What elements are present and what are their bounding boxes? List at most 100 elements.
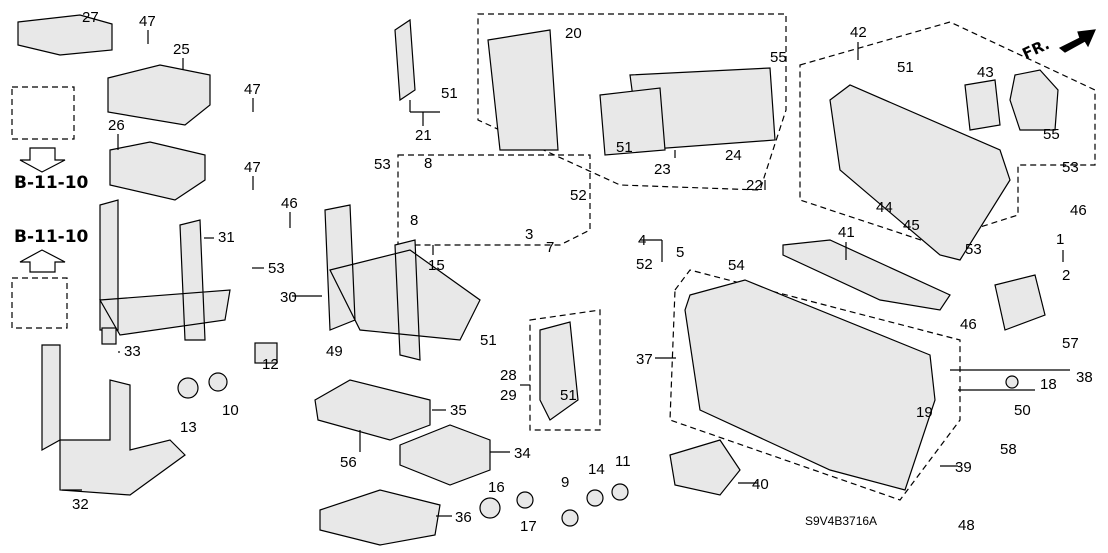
callout-number[interactable]: 44 bbox=[876, 199, 893, 216]
diagram-code: S9V4B3716A bbox=[805, 514, 878, 528]
callout-number[interactable]: 2 bbox=[1062, 267, 1071, 284]
part-21 bbox=[394, 18, 416, 102]
part-32 bbox=[41, 344, 186, 496]
callout-number[interactable]: 36 bbox=[455, 509, 472, 526]
callout-number[interactable]: 58 bbox=[1000, 441, 1017, 458]
callout-number[interactable]: 57 bbox=[1062, 335, 1079, 352]
part-30-31 bbox=[99, 199, 231, 341]
callout-number[interactable]: 23 bbox=[654, 161, 671, 178]
callout-number[interactable]: 15 bbox=[428, 257, 445, 274]
callout-number[interactable]: 54 bbox=[728, 257, 745, 274]
callout-number[interactable]: 53 bbox=[268, 260, 285, 277]
callout-number[interactable]: 16 bbox=[488, 479, 505, 496]
callout-number[interactable]: 53 bbox=[965, 241, 982, 258]
callout-number[interactable]: 39 bbox=[955, 459, 972, 476]
reference-link-b-11-10[interactable]: B-11-10 bbox=[14, 227, 89, 247]
callout-number[interactable]: 22 bbox=[746, 177, 763, 194]
part-14 bbox=[586, 489, 604, 507]
callout-number[interactable]: 41 bbox=[838, 224, 855, 241]
callout-number[interactable]: 35 bbox=[450, 402, 467, 419]
callout-number[interactable]: 51 bbox=[560, 387, 577, 404]
callout-number[interactable]: 40 bbox=[752, 476, 769, 493]
callout-number[interactable]: 55 bbox=[1043, 126, 1060, 143]
callout-number[interactable]: 51 bbox=[480, 332, 497, 349]
switch-box-lower bbox=[11, 277, 68, 329]
callout-number[interactable]: 51 bbox=[616, 139, 633, 156]
callout-number[interactable]: 46 bbox=[1070, 202, 1087, 219]
callout-number[interactable]: 37 bbox=[636, 351, 653, 368]
part-bezel bbox=[487, 29, 559, 151]
callout-number[interactable]: 50 bbox=[1014, 402, 1031, 419]
group-box-37 bbox=[669, 269, 961, 501]
part-27 bbox=[17, 14, 113, 56]
callout-number[interactable]: 12 bbox=[262, 356, 279, 373]
callout-number[interactable]: 46 bbox=[960, 316, 977, 333]
callout-number[interactable]: 8 bbox=[424, 155, 433, 172]
callout-number[interactable]: 29 bbox=[500, 387, 517, 404]
callout-number[interactable]: 56 bbox=[340, 454, 357, 471]
part-40 bbox=[669, 439, 741, 496]
callout-number[interactable]: 55 bbox=[770, 49, 787, 66]
callout-number[interactable]: 43 bbox=[977, 64, 994, 81]
part-35 bbox=[314, 379, 431, 441]
callout-number[interactable]: 13 bbox=[180, 419, 197, 436]
callout-number[interactable]: 19 bbox=[916, 404, 933, 421]
reference-link-b-11-10[interactable]: B-11-10 bbox=[14, 173, 89, 193]
callout-number[interactable]: 14 bbox=[588, 461, 605, 478]
group-box-28 bbox=[529, 309, 601, 431]
group-box-22 bbox=[477, 13, 787, 191]
callout-number[interactable]: 34 bbox=[514, 445, 531, 462]
callout-number[interactable]: 3 bbox=[525, 226, 534, 243]
callout-number[interactable]: 51 bbox=[441, 85, 458, 102]
group-boxes bbox=[11, 13, 1096, 501]
callout-number[interactable]: 47 bbox=[244, 81, 261, 98]
callout-number[interactable]: 38 bbox=[1076, 369, 1093, 386]
callout-number[interactable]: 11 bbox=[615, 453, 631, 470]
callout-number[interactable]: 10 bbox=[222, 402, 239, 419]
callout-number[interactable]: 7 bbox=[546, 239, 555, 256]
callout-number[interactable]: 25 bbox=[173, 41, 190, 58]
callout-number[interactable]: 52 bbox=[636, 256, 653, 273]
callout-number[interactable]: 4 bbox=[638, 232, 647, 249]
callout-number[interactable]: 46 bbox=[281, 195, 298, 212]
part-42-panel bbox=[829, 84, 1011, 261]
callout-number[interactable]: 5 bbox=[676, 244, 685, 261]
callout-number[interactable]: 24 bbox=[725, 147, 742, 164]
part-26 bbox=[109, 141, 206, 201]
part-55-vent bbox=[1009, 69, 1059, 131]
parts bbox=[17, 14, 1059, 546]
part-18 bbox=[1005, 375, 1019, 389]
part-10 bbox=[208, 372, 228, 392]
callout-number[interactable]: 30 bbox=[280, 289, 297, 306]
callout-number[interactable]: 42 bbox=[850, 24, 867, 41]
callout-number[interactable]: 27 bbox=[82, 9, 99, 26]
callout-number[interactable]: 47 bbox=[244, 159, 261, 176]
callout-number[interactable]: 20 bbox=[565, 25, 582, 42]
callout-number[interactable]: 45 bbox=[903, 217, 920, 234]
callout-number[interactable]: 21 bbox=[415, 127, 432, 144]
callout-number[interactable]: 26 bbox=[108, 117, 125, 134]
callout-number[interactable]: 1 bbox=[1056, 231, 1065, 248]
callout-number[interactable]: 33 bbox=[124, 343, 141, 360]
callout-number[interactable]: 28 bbox=[500, 367, 517, 384]
callout-number[interactable]: 49 bbox=[326, 343, 343, 360]
part-16 bbox=[479, 497, 501, 519]
part-43 bbox=[964, 79, 1001, 131]
callout-number[interactable]: 48 bbox=[958, 517, 975, 534]
part-13 bbox=[177, 377, 199, 399]
group-box-42 bbox=[799, 21, 1096, 244]
callout-number[interactable]: 53 bbox=[374, 156, 391, 173]
callout-number[interactable]: 47 bbox=[139, 13, 156, 30]
part-37-glovebox bbox=[684, 279, 936, 491]
callout-number[interactable]: 31 bbox=[218, 229, 235, 246]
callout-number[interactable]: 18 bbox=[1040, 376, 1057, 393]
callout-number[interactable]: 32 bbox=[72, 496, 89, 513]
callout-number[interactable]: 53 bbox=[1062, 159, 1079, 176]
callout-number[interactable]: 9 bbox=[561, 474, 570, 491]
callout-number[interactable]: 17 bbox=[520, 518, 537, 535]
callout-number[interactable]: 8 bbox=[410, 212, 419, 229]
callout-number[interactable]: 51 bbox=[897, 59, 914, 76]
callout-number[interactable]: 52 bbox=[570, 187, 587, 204]
switch-box-upper bbox=[11, 86, 75, 140]
